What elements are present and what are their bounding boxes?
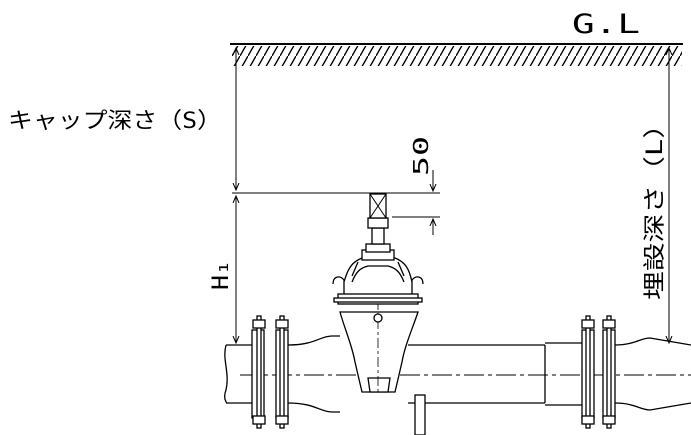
- dimension-50: [392, 170, 440, 235]
- support-post: [414, 394, 426, 435]
- h1-label: H₁: [209, 260, 234, 290]
- burial-depth-label: 埋設深さ（L）: [643, 110, 668, 300]
- bonnet: [343, 243, 413, 283]
- dimension-50-label: 50: [409, 136, 433, 176]
- bonnet-flange: [332, 276, 424, 305]
- pipe: [223, 335, 691, 413]
- ground-level-label: G.L: [572, 9, 640, 40]
- right-flange: [581, 315, 616, 429]
- ground-surface: [230, 43, 683, 66]
- valve-body: [339, 300, 419, 393]
- stem-cap: [367, 193, 389, 245]
- cap-depth-label: キャップ深さ（S）: [8, 109, 222, 134]
- left-flange: [251, 315, 289, 429]
